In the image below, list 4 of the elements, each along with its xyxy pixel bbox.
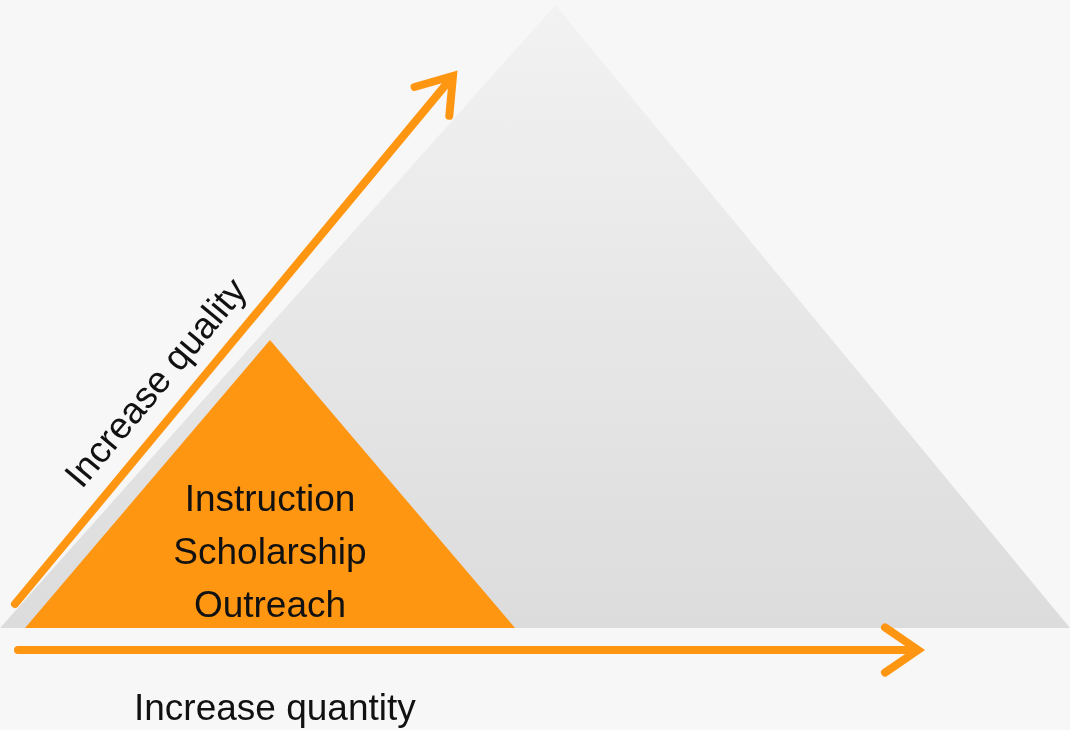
triangle-label: Scholarship: [173, 531, 367, 572]
triangle-label: Outreach: [193, 584, 347, 625]
axis-label: Increase quantity: [134, 688, 416, 726]
triangle-label: Instruction: [184, 478, 356, 519]
